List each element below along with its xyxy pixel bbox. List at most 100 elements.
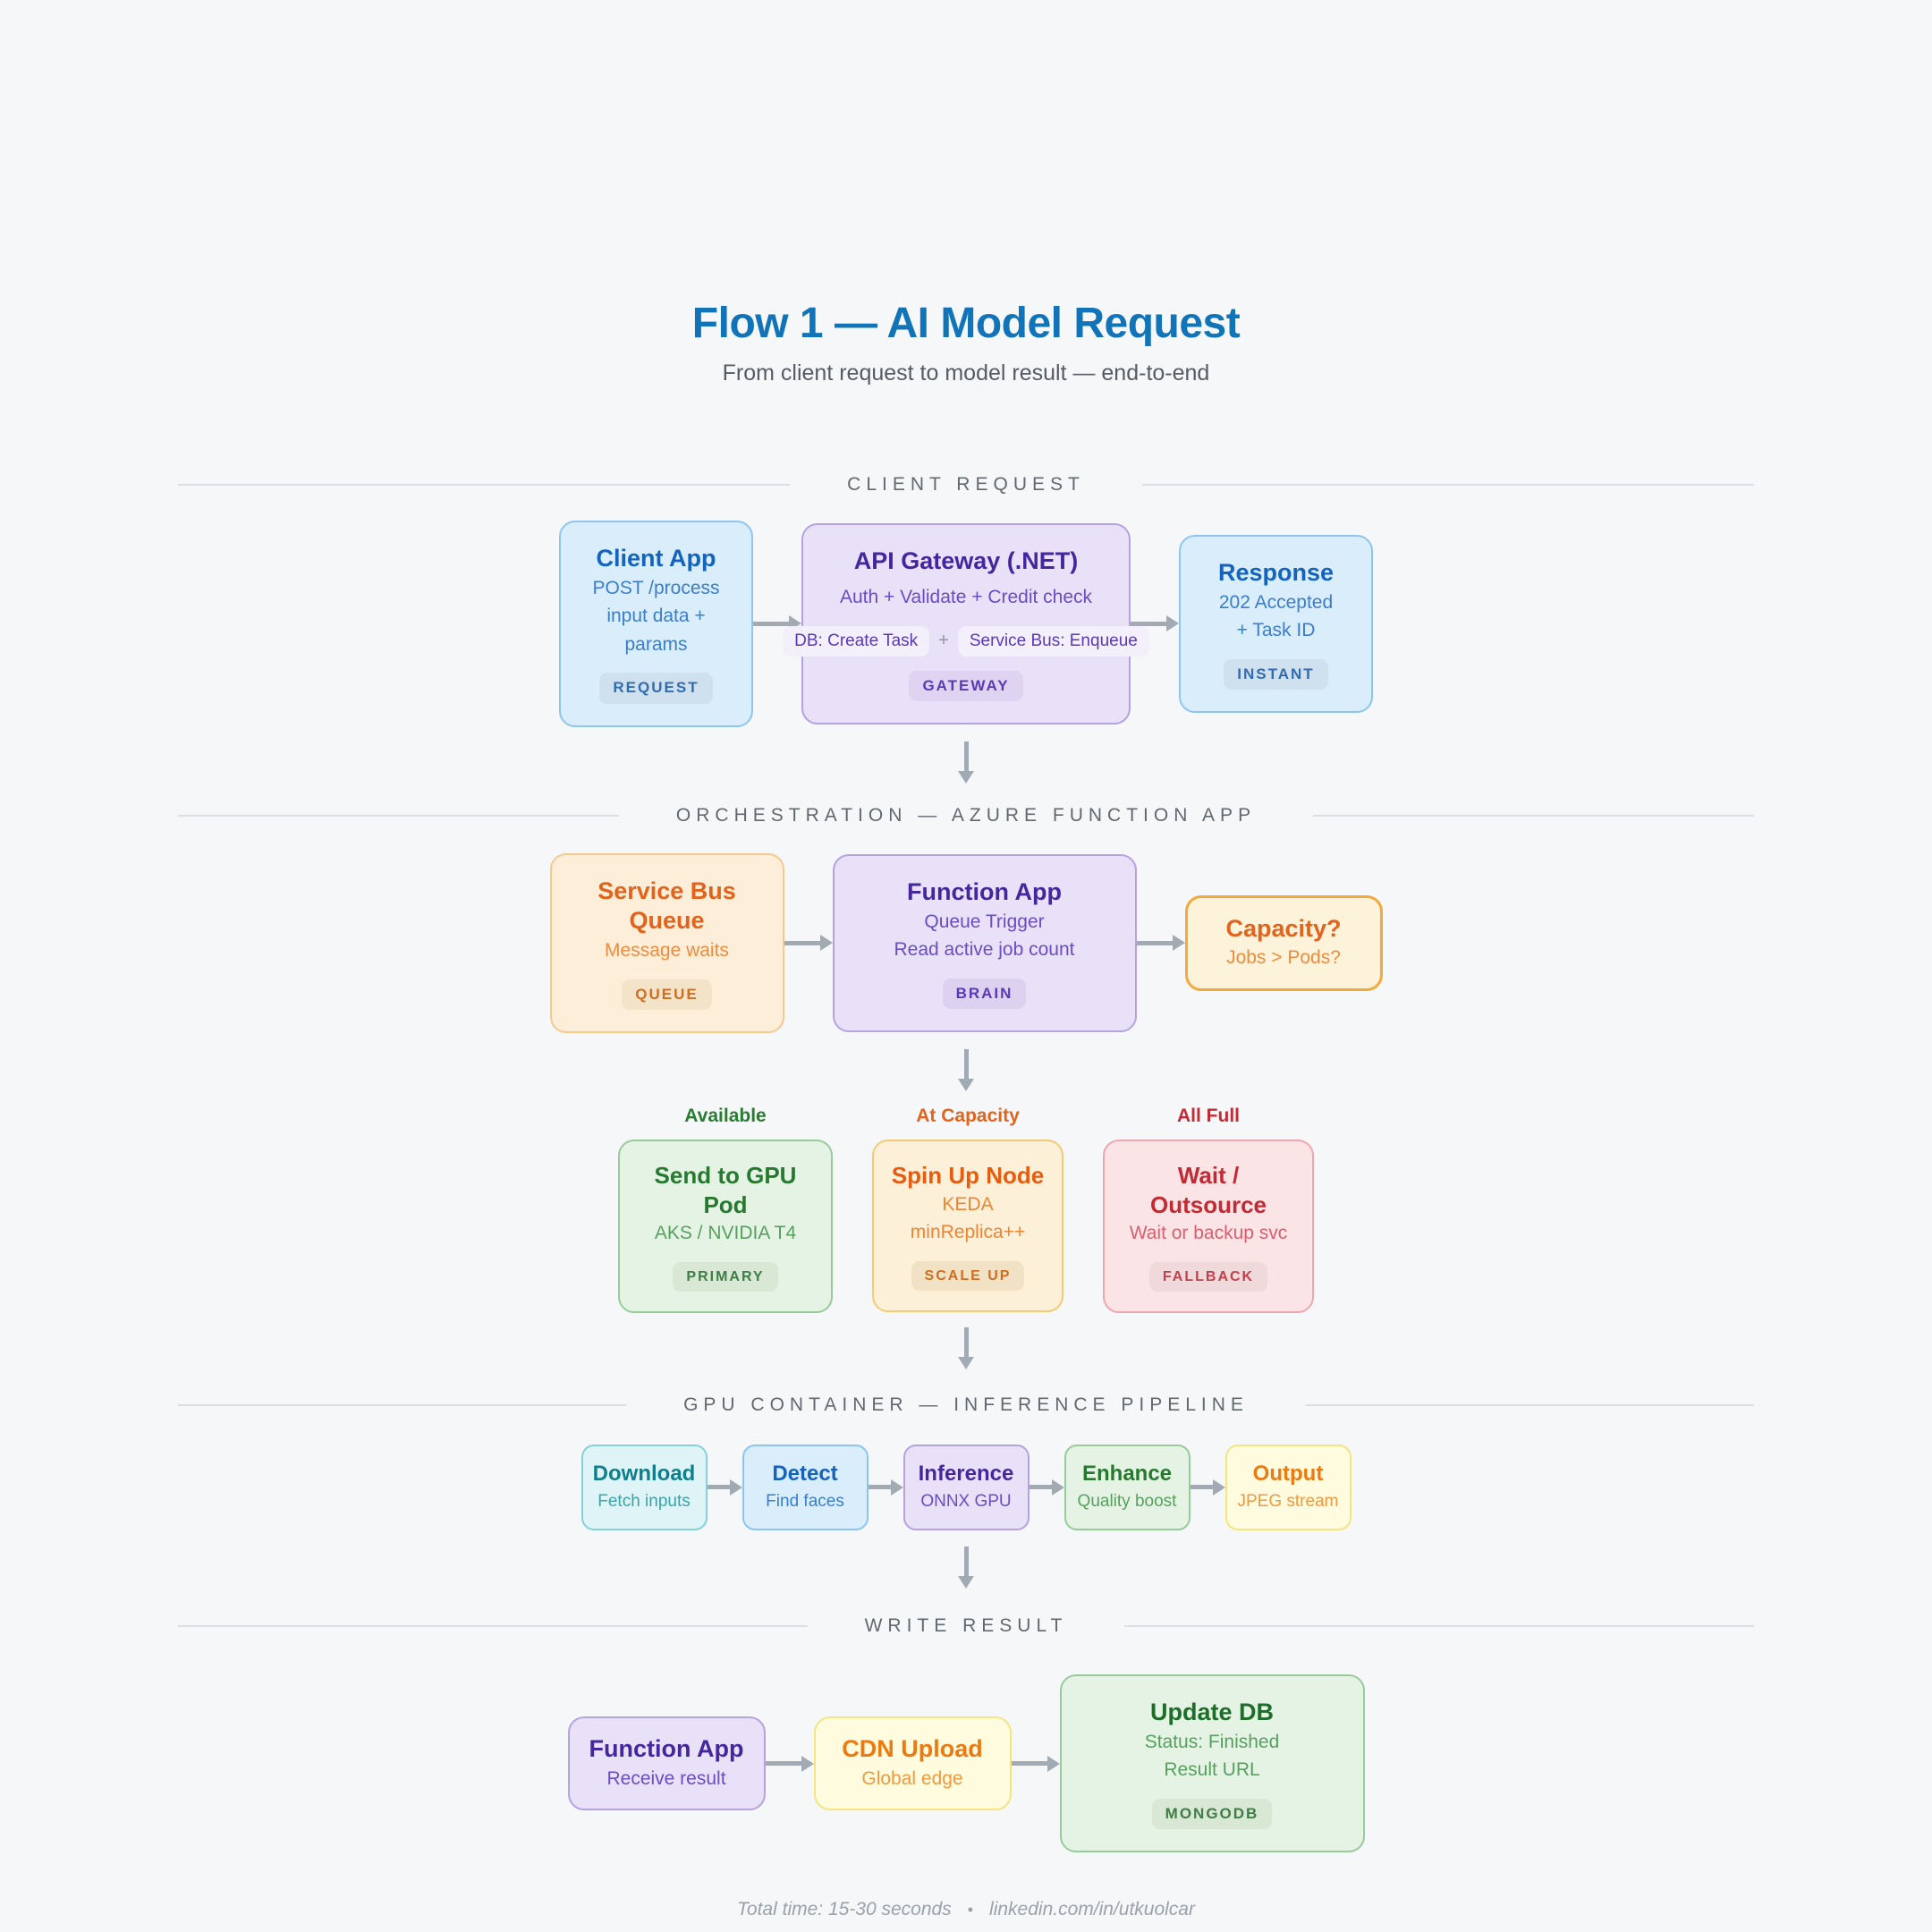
node-title: Download xyxy=(592,1461,696,1486)
node-detail: Find faces xyxy=(766,1491,844,1511)
status-badge: INSTANT xyxy=(1224,658,1328,690)
arrow-right-icon xyxy=(1137,935,1185,951)
status-badge: REQUEST xyxy=(599,673,713,704)
arrow-down-icon xyxy=(958,741,974,784)
node-title: Capacity? xyxy=(1225,914,1342,942)
capacity-branches-row: Available Send to GPU Pod AKS / NVIDIA T… xyxy=(618,1106,1314,1313)
arrow-down-icon xyxy=(958,1327,974,1369)
node-api-gateway: API Gateway (.NET) Auth + Validate + Cre… xyxy=(783,522,1149,725)
arrow-right-icon xyxy=(1012,1756,1060,1772)
branch-label: Available xyxy=(684,1106,767,1127)
node-detail: Result URL xyxy=(1164,1759,1260,1781)
orchestration-row: Service Bus Queue Message waits QUEUE Fu… xyxy=(549,852,1383,1034)
node-detail: Status: Finished xyxy=(1144,1731,1280,1752)
section-header-orchestration: ORCHESTRATION — AZURE FUNCTION APP xyxy=(178,805,1754,826)
arrow-right-icon xyxy=(708,1479,742,1496)
node-title: Function App xyxy=(907,877,1062,905)
node-detail: input data + params xyxy=(606,606,706,655)
node-title: Output xyxy=(1252,1461,1324,1486)
node-title: API Gateway (.NET) xyxy=(853,547,1079,574)
node-download: Download Fetch inputs xyxy=(580,1444,708,1531)
section-divider-line xyxy=(178,1403,627,1406)
section-divider-line xyxy=(1124,1625,1755,1628)
node-detail: Fetch inputs xyxy=(597,1491,691,1511)
branch-at-capacity: At Capacity Spin Up Node KEDA minReplica… xyxy=(872,1106,1063,1312)
node-detail: Quality boost xyxy=(1077,1491,1177,1511)
status-badge: MONGODB xyxy=(1151,1798,1273,1830)
node-title: CDN Upload xyxy=(842,1735,983,1763)
gateway-chip-row: DB: Create Task + Service Bus: Enqueue xyxy=(783,625,1149,657)
node-title: Response xyxy=(1217,558,1335,586)
node-response: Response 202 Accepted + Task ID INSTANT xyxy=(1179,534,1373,713)
node-wait-outsource: Wait / Outsource Wait or backup svc FALL… xyxy=(1103,1140,1314,1313)
node-title: Send to GPU Pod xyxy=(654,1162,797,1218)
status-badge: SCALE UP xyxy=(911,1260,1025,1291)
node-title: Wait / Outsource xyxy=(1149,1162,1267,1218)
node-detail: 202 Accepted xyxy=(1218,591,1334,613)
node-detail: AKS / NVIDIA T4 xyxy=(654,1223,797,1244)
footer: Total time: 15-30 seconds • linkedin.com… xyxy=(737,1899,1195,1920)
node-detail: Auth + Validate + Credit check xyxy=(839,587,1093,608)
node-title: Function App xyxy=(589,1735,744,1763)
status-badge: FALLBACK xyxy=(1148,1261,1268,1292)
arrow-right-icon xyxy=(766,1756,814,1772)
node-output: Output JPEG stream xyxy=(1224,1444,1352,1531)
branch-label: At Capacity xyxy=(916,1106,1020,1127)
status-badge: GATEWAY xyxy=(909,670,1023,702)
arrow-right-icon xyxy=(1191,1479,1225,1496)
branch-available: Available Send to GPU Pod AKS / NVIDIA T… xyxy=(618,1106,833,1313)
node-inference: Inference ONNX GPU xyxy=(902,1444,1030,1531)
section-divider-line xyxy=(1305,1403,1755,1406)
footer-total-time: Total time: 15-30 seconds xyxy=(737,1899,952,1920)
bullet-separator-icon: • xyxy=(967,1900,974,1919)
node-detail: Read active job count xyxy=(894,939,1075,961)
plus-separator: + xyxy=(938,631,949,651)
section-divider-line xyxy=(178,814,619,817)
node-detail: Queue Trigger xyxy=(924,911,1045,932)
client-request-row: Client App POST /process input data + pa… xyxy=(559,521,1373,727)
node-detail: JPEG stream xyxy=(1237,1491,1339,1511)
node-enhance: Enhance Quality boost xyxy=(1063,1444,1191,1531)
node-cdn-upload: CDN Upload Global edge xyxy=(813,1716,1012,1811)
node-service-bus-queue: Service Bus Queue Message waits QUEUE xyxy=(549,852,784,1034)
branch-label: All Full xyxy=(1177,1106,1240,1127)
node-detect: Detect Find faces xyxy=(741,1444,869,1531)
arrow-right-icon xyxy=(784,935,833,951)
arrow-right-icon xyxy=(1131,615,1179,631)
node-client-app: Client App POST /process input data + pa… xyxy=(559,521,753,727)
arrow-down-icon xyxy=(958,1049,974,1091)
node-detail: ONNX GPU xyxy=(920,1491,1012,1511)
node-title: Detect xyxy=(772,1461,838,1486)
section-label: WRITE RESULT xyxy=(864,1615,1068,1637)
branch-all-full: All Full Wait / Outsource Wait or backup… xyxy=(1103,1106,1314,1313)
node-detail: Receive result xyxy=(606,1767,726,1789)
page-title: Flow 1 — AI Model Request xyxy=(691,300,1241,347)
node-title: Spin Up Node xyxy=(891,1162,1045,1190)
write-result-row: Function App Receive result CDN Upload G… xyxy=(567,1674,1365,1853)
node-title: Inference xyxy=(918,1461,1014,1486)
node-update-db: Update DB Status: Finished Result URL MO… xyxy=(1059,1674,1365,1853)
footer-linkedin-link: linkedin.com/in/utkuolcar xyxy=(989,1899,1195,1920)
inference-pipeline-row: Download Fetch inputs Detect Find faces … xyxy=(580,1444,1352,1531)
node-detail: KEDA minReplica++ xyxy=(910,1193,1026,1243)
section-header-write-result: WRITE RESULT xyxy=(178,1615,1755,1637)
node-title: Client App xyxy=(596,545,716,572)
arrow-down-icon xyxy=(958,1546,974,1589)
status-badge: PRIMARY xyxy=(673,1261,778,1292)
status-badge: BRAIN xyxy=(942,978,1027,1009)
node-detail: Global edge xyxy=(861,1767,963,1789)
section-label: GPU CONTAINER — INFERENCE PIPELINE xyxy=(683,1394,1249,1415)
node-detail: Wait or backup svc xyxy=(1129,1223,1288,1244)
node-detail: Message waits xyxy=(605,940,729,962)
section-header-gpu-container: GPU CONTAINER — INFERENCE PIPELINE xyxy=(178,1394,1755,1416)
node-title: Update DB xyxy=(1149,1699,1274,1726)
arrow-right-icon xyxy=(869,1479,903,1496)
section-divider-line xyxy=(178,484,791,486)
node-detail: POST /process xyxy=(592,577,720,598)
section-label: ORCHESTRATION — AZURE FUNCTION APP xyxy=(675,804,1257,826)
section-divider-line xyxy=(178,1625,808,1628)
node-detail: + Task ID xyxy=(1236,620,1316,640)
chip-db-create-task: DB: Create Task xyxy=(783,625,930,657)
arrow-right-icon xyxy=(1030,1479,1064,1496)
section-divider-line xyxy=(1141,484,1754,486)
